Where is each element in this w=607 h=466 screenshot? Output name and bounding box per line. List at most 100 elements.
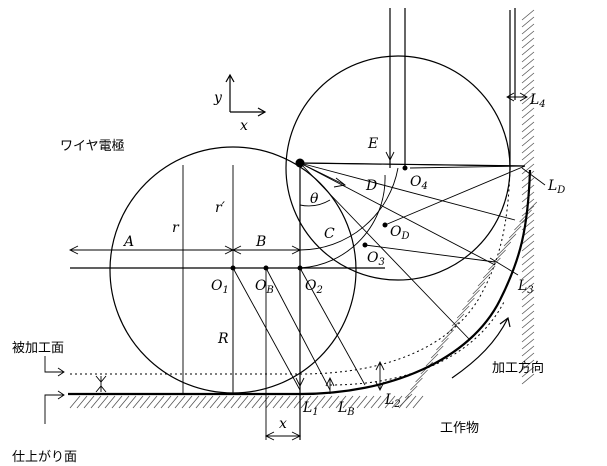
hatch-stroke — [195, 395, 207, 409]
hatch-stroke — [104, 395, 116, 409]
hatch-stroke — [498, 241, 512, 255]
hatch-stroke — [521, 331, 535, 343]
hatch-stroke — [202, 395, 214, 409]
hatch-stroke — [167, 395, 179, 409]
label-L3: L3 — [517, 278, 534, 296]
work-surface-leader-head — [57, 367, 65, 377]
hatch-stroke — [451, 313, 465, 327]
hatch-stroke — [477, 273, 491, 287]
hatch-stroke — [307, 395, 319, 409]
label-OB: OB — [255, 278, 274, 296]
hatch-stroke — [237, 395, 249, 409]
hatch-stroke — [521, 366, 535, 378]
hatch-stroke — [521, 317, 535, 329]
label-O4: O4 — [410, 174, 428, 192]
hatch-stroke — [160, 395, 172, 409]
radial-3-line — [299, 162, 496, 266]
o1-diagonal — [232, 267, 301, 391]
label-L2: L2 — [384, 392, 401, 410]
o1-point — [230, 265, 236, 271]
y-axis-arrow — [225, 73, 235, 83]
hatch-stroke — [521, 373, 535, 385]
hatch-stroke — [521, 345, 535, 357]
hatch-stroke — [342, 395, 354, 409]
hatch-stroke — [399, 393, 413, 407]
hatch-stroke — [335, 395, 347, 409]
hatch-stroke — [521, 114, 535, 126]
o2-diagonal — [299, 267, 366, 386]
hatch-stroke — [272, 395, 284, 409]
x-arrow-left — [264, 431, 275, 441]
hatch-stroke — [441, 329, 454, 343]
finished-corner-curve — [299, 169, 532, 396]
hatch-stroke — [521, 135, 535, 147]
label-LD: LD — [547, 178, 565, 196]
hatch-stroke — [146, 395, 158, 409]
x-arrow-right — [291, 431, 302, 441]
o3-point — [362, 242, 368, 248]
label-D: D — [365, 178, 377, 194]
hatch-stroke — [412, 395, 424, 409]
hatch-stroke — [69, 395, 81, 409]
hatch-stroke — [139, 395, 151, 409]
hatch-stroke — [521, 37, 535, 49]
hatch-stroke — [153, 395, 165, 409]
l4-arrow-right — [519, 92, 528, 102]
l4-arrow-left — [506, 92, 515, 102]
hatch-stroke — [90, 395, 102, 409]
hatch-stroke — [223, 395, 235, 409]
hatch-stroke — [521, 352, 535, 364]
hatch-stroke — [181, 395, 193, 409]
hatch-stroke — [521, 359, 535, 371]
label-R: R — [217, 331, 229, 347]
hatch-stroke — [97, 395, 109, 409]
hatch-stroke — [521, 275, 535, 287]
machining-direction-arrow — [451, 317, 509, 379]
l2-arrow-top — [375, 360, 385, 371]
ob-diagonal — [265, 267, 331, 391]
lb-arrow — [325, 376, 335, 387]
finished-surface-leader-head — [57, 390, 65, 400]
hatch-stroke — [415, 369, 428, 383]
hatch-stroke — [521, 142, 535, 154]
hatch-stroke — [521, 156, 535, 168]
hatch-stroke — [521, 177, 535, 189]
hatch-stroke — [521, 23, 535, 35]
hatch-stroke — [508, 225, 522, 239]
hatch-stroke — [356, 395, 368, 409]
intermediate-dotted-curve — [329, 299, 506, 386]
work-surface-dotted-corner — [299, 169, 511, 375]
hatch-stroke — [493, 249, 506, 263]
axis-x-label: x — [240, 118, 248, 134]
theta-arc — [299, 199, 331, 207]
hatch-stroke — [377, 395, 389, 409]
hatch-stroke — [118, 395, 130, 409]
hatch-stroke — [251, 395, 263, 409]
hatch-stroke — [472, 281, 486, 295]
hatch-stroke — [521, 65, 535, 77]
hatch-stroke — [521, 338, 535, 350]
hatch-stroke — [230, 395, 242, 409]
hatch-stroke — [76, 395, 88, 409]
hatch-stroke — [521, 44, 535, 56]
radial-l3-line — [299, 162, 471, 341]
hatch-stroke — [521, 324, 535, 336]
hatch-stroke — [132, 395, 144, 409]
od-point — [382, 222, 388, 228]
hatch-stroke — [370, 395, 382, 409]
hatch-stroke — [188, 395, 200, 409]
x-axis-arrow — [257, 107, 267, 117]
radial-o4-line — [299, 162, 526, 167]
hatch-stroke — [521, 51, 535, 63]
label-O3: O3 — [367, 250, 385, 268]
label-OD: OD — [390, 224, 410, 242]
finished-surface-label: 仕上がり面 — [12, 450, 77, 465]
theta-ray — [299, 162, 346, 186]
label-L1: L1 — [302, 400, 319, 418]
hatch-stroke — [293, 395, 305, 409]
label-O1: O1 — [211, 278, 229, 296]
hatch-stroke — [410, 377, 423, 391]
label-O2: O2 — [305, 278, 323, 296]
hatch-stroke — [279, 395, 291, 409]
